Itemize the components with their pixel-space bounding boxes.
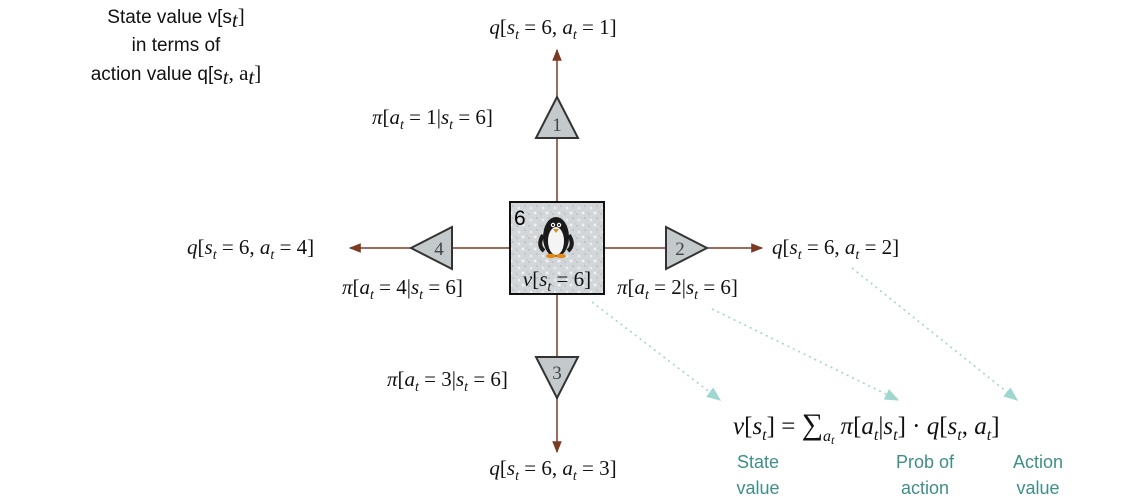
annotation-prob-line1: Prob of [896, 452, 955, 472]
action-triangle-1: 1 [534, 94, 580, 139]
equation-annotations: State value Prob of action Action value [736, 452, 1063, 498]
q-label-3: q[st = 6, at = 3] [489, 456, 616, 484]
state-value-label: v[st = 6] [523, 267, 591, 295]
policy-label-1: π[at = 1|st = 6] [372, 105, 493, 133]
action-4-number: 4 [434, 239, 444, 260]
policy-label-4: π[at = 4|st = 6] [342, 275, 463, 303]
state-tile: 6 v[st = 6] [509, 201, 605, 295]
policy-label-2: π[at = 2|st = 6] [617, 275, 738, 303]
action-1-number: 1 [552, 115, 562, 136]
action-2-number: 2 [675, 239, 685, 260]
annotation-prob-line2: action [901, 478, 949, 498]
annotation-state-value-line2: value [736, 478, 779, 498]
dotted-arrow-action-value [851, 267, 1019, 401]
action-3-number: 3 [552, 363, 562, 384]
equation-text: v[st] = ∑at π[at|st] · q[st, at] [733, 408, 1000, 447]
bellman-equation: v[st] = ∑at π[at|st] · q[st, at] [733, 408, 1000, 447]
dotted-arrow-prob [711, 308, 900, 401]
policy-labels: π[at = 1|st = 6] π[at = 2|st = 6] π[at =… [342, 105, 738, 395]
title-line-2: in terms of [132, 35, 221, 56]
q-label-2: q[st = 6, at = 2] [772, 235, 899, 263]
title-line-3: action value q[st, at] [91, 61, 262, 89]
q-label-4: q[st = 6, at = 4] [187, 235, 314, 263]
annotation-state-value-line1: State [737, 452, 779, 472]
state-number: 6 [514, 207, 526, 230]
dotted-arrow-state-value [591, 301, 722, 401]
action-triangle-3: 3 [534, 356, 580, 401]
annotation-arrows [591, 267, 1019, 401]
title-block: State value v[st] in terms of action val… [91, 4, 262, 89]
action-value-labels: q[st = 6, at = 1] q[st = 6, at = 2] q[st… [187, 15, 899, 484]
annotation-action-value-line1: Action [1013, 452, 1063, 472]
action-triangle-2: 2 [665, 225, 710, 271]
annotation-action-value-line2: value [1016, 478, 1059, 498]
title-line-1: State value v[st] [107, 4, 244, 32]
q-label-1: q[st = 6, at = 1] [489, 15, 616, 43]
action-triangles: 1 2 3 4 [408, 94, 710, 401]
penguin-icon [538, 217, 574, 259]
action-triangle-4: 4 [408, 225, 453, 271]
policy-label-3: π[at = 3|st = 6] [387, 367, 508, 395]
